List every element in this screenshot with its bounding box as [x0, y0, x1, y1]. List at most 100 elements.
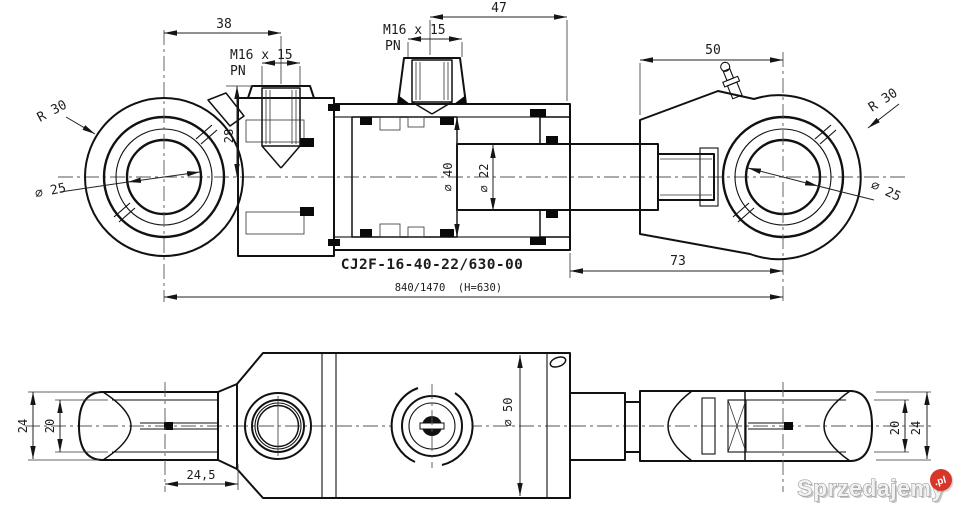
section-view: 38 M16 x 15 PN 28 47 M16 x 15 PN 50 ⌀ 40… — [34, 1, 905, 302]
dia-40-label: ⌀ 40 — [441, 163, 455, 192]
plan-right-clamp-lines — [745, 399, 846, 453]
dim-24-5-label: 24,5 — [187, 468, 216, 482]
plan-port-mid-outer-arcs — [390, 387, 474, 466]
piston-groove-3 — [407, 116, 425, 128]
plan-right-cross-lines — [727, 399, 747, 453]
port-left — [247, 85, 315, 169]
piston-seal-3 — [440, 117, 454, 125]
weld-mark-top — [328, 104, 340, 111]
piston-groove-1 — [379, 116, 401, 131]
dim-24-left-label: 24 — [16, 419, 30, 433]
watermark-tld: .pl — [933, 475, 947, 489]
bore-right-tail — [817, 185, 875, 201]
plan-left-cap-hatch — [78, 391, 132, 461]
plan-view: 24 20 24,5 ⌀ 50 20 24 — [16, 352, 935, 499]
port-left-drill-cone — [261, 145, 301, 169]
head-pocket-bottom — [245, 211, 305, 235]
port-mid — [397, 57, 467, 115]
left-eye — [84, 30, 245, 302]
plan-rod-neck — [624, 393, 640, 460]
port-left-thread-lines — [265, 90, 297, 144]
radius-right-leader — [867, 103, 900, 129]
length-spec-label: 840/1470 — [395, 282, 446, 294]
port-mid-standard-label: PN — [385, 39, 401, 54]
plan-right-cross-block — [727, 399, 747, 453]
right-bearing-ring — [734, 128, 832, 226]
plan-right-slot-block — [784, 422, 793, 430]
plan-left-clamp-lines — [112, 399, 218, 453]
dia-50-label: ⌀ 50 — [501, 398, 515, 427]
head-pocket-top — [245, 119, 305, 143]
bore-right-label: ⌀ 25 — [868, 178, 903, 205]
piston-groove-4 — [407, 226, 425, 238]
right-eye-head — [639, 90, 862, 261]
plan-right-cap-hatch — [823, 390, 873, 462]
rod-seal-bottom — [546, 210, 558, 218]
port-left-thread-label: M16 x 15 — [230, 48, 293, 63]
rod-thread-end — [657, 153, 715, 201]
plan-left-slot-block — [164, 422, 173, 430]
watermark-shadow: Sprzedajemy — [799, 477, 946, 503]
bore-left-label: ⌀ 25 — [34, 181, 68, 202]
plan-body — [236, 352, 571, 499]
port-mid-thread-label: M16 x 15 — [383, 23, 446, 38]
watermark-brand: Sprzedajemy — [797, 475, 944, 501]
port-mid-boss — [397, 57, 467, 105]
part-code-label: CJ2F-16-40-22/630-00 — [341, 257, 524, 273]
port-mid-thread-lines — [415, 62, 449, 100]
dim-73-label: 73 — [670, 254, 686, 269]
gland-seal-2 — [530, 237, 546, 245]
grease-fitting-stem — [722, 68, 735, 82]
head-seal-top — [300, 138, 314, 147]
radius-left-label: R 30 — [35, 98, 70, 126]
vent-hole — [549, 356, 567, 368]
left-bearing-ticks — [113, 124, 218, 223]
dim-38-label: 38 — [216, 17, 232, 32]
plan-right-bearing-band — [701, 397, 716, 455]
piston-seal-1 — [360, 117, 372, 125]
bore-left-tail — [59, 181, 129, 193]
dim-20-left-label: 20 — [43, 419, 57, 433]
port-mid-seat-left — [398, 95, 410, 104]
plan-body-outline — [236, 352, 571, 499]
bore-right-chord — [747, 167, 819, 187]
head-seal-bottom — [300, 207, 314, 216]
gland-seal-1 — [530, 109, 546, 117]
dim-20-right-label: 20 — [888, 421, 902, 435]
piston-seal-2 — [360, 229, 372, 237]
plan-right-eye — [569, 382, 873, 492]
watermark-badge — [930, 469, 952, 491]
left-eye-head — [84, 97, 244, 257]
rod-thread-lines — [660, 158, 712, 196]
rod-seal-top — [546, 136, 558, 144]
plan-port-left-boss — [244, 392, 312, 460]
grease-fitting — [720, 61, 743, 100]
port-left-standard-label: PN — [230, 64, 246, 79]
watermark: Sprzedajemy Sprzedajemy .pl — [797, 469, 954, 503]
left-eye-neck — [207, 92, 245, 127]
port-mid-thread-hole — [411, 59, 453, 103]
clevis-thread-socket — [699, 147, 719, 207]
plan-body-joint-lines — [321, 353, 548, 498]
right-bearing-ticks — [732, 124, 837, 223]
radius-left-leader — [65, 116, 96, 135]
dim-28-label: 28 — [222, 129, 236, 143]
dia-22-label: ⌀ 22 — [477, 164, 491, 193]
piston-groove-2 — [379, 223, 401, 238]
grease-fitting-ball — [720, 61, 731, 72]
piston-rod-assembly — [351, 109, 719, 245]
bore-left-chord — [127, 171, 201, 183]
plan-dimensions: 24 20 24,5 ⌀ 50 20 24 — [16, 355, 931, 496]
radius-right-label: R 30 — [866, 86, 900, 116]
dim-50-label: 50 — [705, 43, 721, 58]
port-left-thread-hole — [261, 87, 301, 147]
plan-left-taper — [217, 383, 238, 470]
dim-24-right-label: 24 — [909, 421, 923, 435]
port-mid-seat-right — [454, 95, 466, 104]
stroke-spec-label: (H=630) — [458, 282, 502, 294]
plan-right-fork-hatch — [667, 390, 746, 462]
plan-rod — [569, 392, 626, 461]
port-mid-drill-cone — [411, 101, 453, 115]
